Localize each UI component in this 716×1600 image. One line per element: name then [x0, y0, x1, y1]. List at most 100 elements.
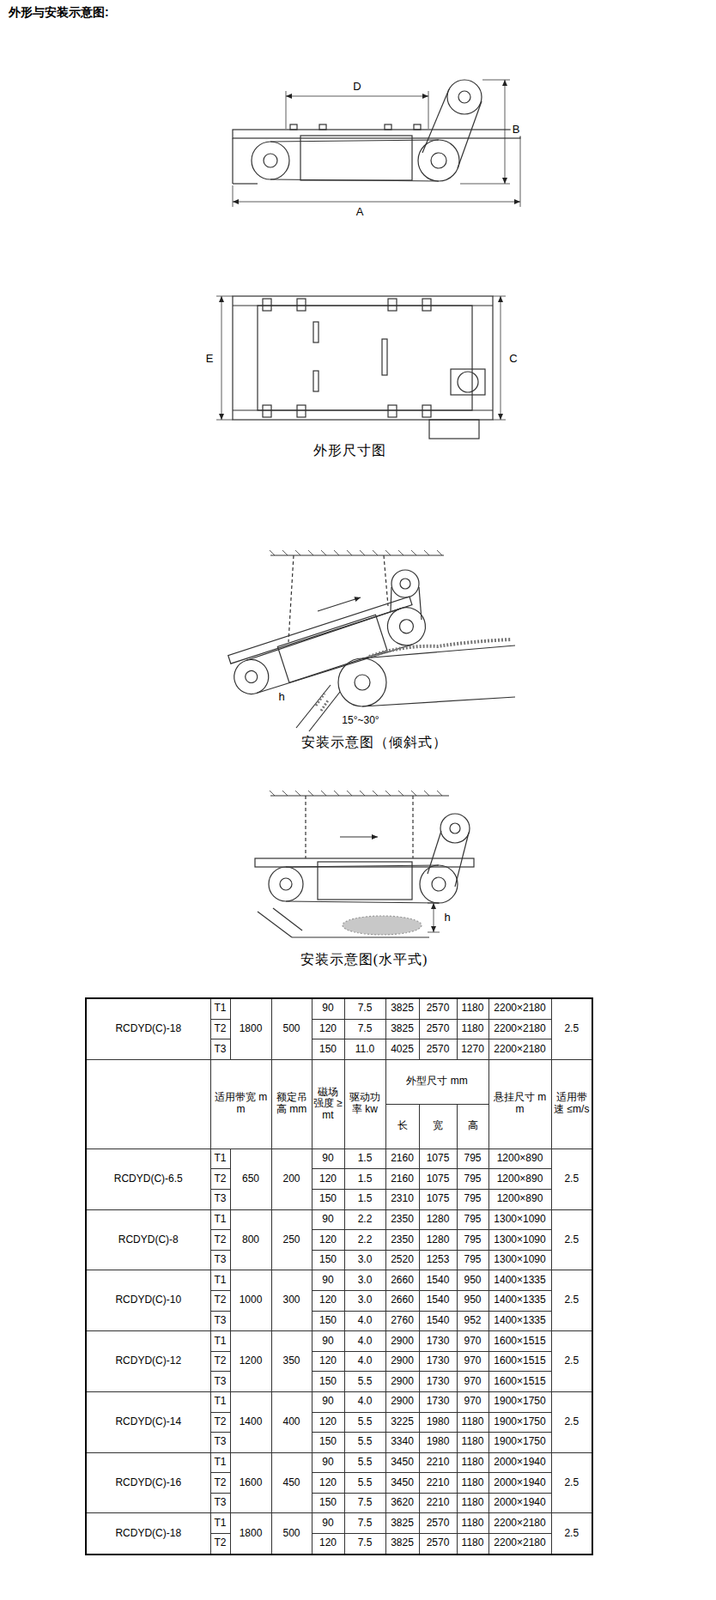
value-cell: 2000×1940 [488, 1492, 552, 1514]
header-cell: 长 [385, 1104, 419, 1149]
value-cell: 970 [456, 1351, 489, 1372]
drawing-line [460, 183, 510, 185]
drawing-line [270, 139, 439, 142]
table-column [271, 998, 312, 1555]
drawing-circle [419, 865, 458, 904]
value-cell: 450 [271, 1452, 312, 1514]
value-cell: 4.0 [344, 1331, 386, 1353]
value-cell: 11.0 [344, 1039, 386, 1061]
value-cell: 1400 [230, 1391, 272, 1453]
drawing-circle [251, 141, 290, 180]
drawing-line [504, 79, 506, 184]
drawing-line [500, 296, 502, 420]
value-cell: 1800 [230, 1513, 272, 1555]
value-cell: 120 [311, 1412, 345, 1433]
value-cell: 120 [311, 1169, 345, 1190]
drawing-rect [382, 339, 388, 376]
value-cell: 3825 [385, 1513, 419, 1535]
value-cell: 1075 [418, 1189, 457, 1210]
table-row: RCDYD(C)-16T11600450905.5345022101180200… [85, 1452, 593, 1474]
value-cell: 795 [456, 1249, 489, 1271]
drawing-circle [400, 578, 411, 589]
value-cell: 5.5 [344, 1473, 386, 1494]
drawing-line [288, 555, 294, 643]
value-cell: 800 [230, 1209, 272, 1271]
value-cell: 5.5 [344, 1412, 386, 1433]
value-cell: 2350 [385, 1230, 419, 1251]
value-cell: 200 [271, 1148, 312, 1210]
value-cell: 2.5 [551, 1148, 593, 1210]
drawing-line [427, 831, 442, 874]
value-cell: 90 [311, 1452, 345, 1474]
drawing-circle [458, 91, 471, 104]
value-cell: 5.5 [344, 1432, 386, 1454]
value-cell: 1600×1515 [488, 1371, 552, 1393]
header-cell: 额定吊高 mm [271, 1059, 312, 1149]
header-cell: 外型尺寸 mm [385, 1059, 489, 1105]
drawing-rect [388, 405, 397, 418]
type-cell: T2 [210, 1019, 231, 1040]
value-cell: 1180 [456, 1412, 489, 1433]
side-view [232, 79, 521, 207]
type-cell: T1 [210, 1270, 231, 1292]
value-cell: 120 [311, 1473, 345, 1494]
value-cell: 1180 [456, 998, 489, 1020]
drawing-circle [447, 79, 482, 115]
technical-drawing [0, 0, 716, 988]
dimension-label: A [354, 206, 366, 219]
drawing-rect [450, 369, 486, 395]
value-cell: 2200×2180 [488, 1534, 552, 1555]
value-cell: 1180 [456, 1452, 489, 1474]
type-cell: T3 [210, 1189, 231, 1210]
value-cell: 2.5 [551, 998, 593, 1060]
value-cell: 795 [456, 1209, 489, 1231]
type-cell: T3 [210, 1310, 231, 1332]
value-cell: 1270 [456, 1039, 489, 1061]
drawing-circle [397, 618, 415, 636]
model-cell: RCDYD(C)-18 [85, 1513, 211, 1555]
drawing-rect [413, 124, 421, 130]
drawing-line [257, 911, 292, 938]
value-cell: 1600×1515 [488, 1351, 552, 1372]
drawing-line [285, 96, 429, 98]
drawing-path [315, 693, 328, 711]
figure-caption: 安装示意图(水平式) [298, 952, 431, 968]
drawing-line [317, 597, 361, 612]
value-cell: 3825 [385, 1534, 419, 1555]
value-cell: 950 [456, 1270, 489, 1292]
type-cell: T3 [210, 1371, 231, 1393]
drawing-line [412, 795, 413, 859]
value-cell: 2.5 [551, 1209, 593, 1271]
value-cell: 2.5 [551, 1452, 593, 1514]
drawing-line [231, 138, 233, 184]
drawing-line [362, 645, 516, 659]
drawing-circle [430, 152, 447, 169]
page-title: 外形与安装示意图: [8, 5, 110, 21]
figure-caption: 安装示意图（倾斜式） [299, 734, 450, 751]
drawing-line [270, 794, 450, 796]
dimension-label: D [351, 80, 363, 94]
value-cell: 795 [456, 1169, 489, 1190]
drawing-rect [262, 298, 272, 311]
drawing-rect [290, 124, 298, 130]
value-cell: 1900×1750 [488, 1412, 552, 1433]
value-cell: 1980 [418, 1432, 457, 1454]
value-cell: 1180 [456, 1473, 489, 1494]
value-cell: 1180 [456, 1534, 489, 1555]
value-cell: 795 [456, 1230, 489, 1251]
value-cell: 1400×1335 [488, 1270, 552, 1292]
table-row: RCDYD(C)-14T11400400904.0290017309701900… [85, 1391, 593, 1413]
drawing-line [422, 89, 450, 153]
value-cell: 2160 [385, 1169, 419, 1190]
value-cell: 1730 [418, 1371, 457, 1393]
drawing-line [457, 101, 482, 169]
table-row: RCDYD(C)-6.5T1650200901.5216010757951200… [85, 1148, 593, 1170]
table-row: T31503.0252012537951300×1090 [85, 1249, 593, 1271]
value-cell: 90 [311, 998, 345, 1020]
drawing-circle [457, 371, 479, 393]
drawing-rect [232, 129, 521, 139]
value-cell: 2570 [418, 1534, 457, 1555]
model-cell: RCDYD(C)-16 [85, 1452, 211, 1514]
value-cell: 150 [311, 1432, 345, 1454]
value-cell: 2.5 [551, 1331, 593, 1393]
